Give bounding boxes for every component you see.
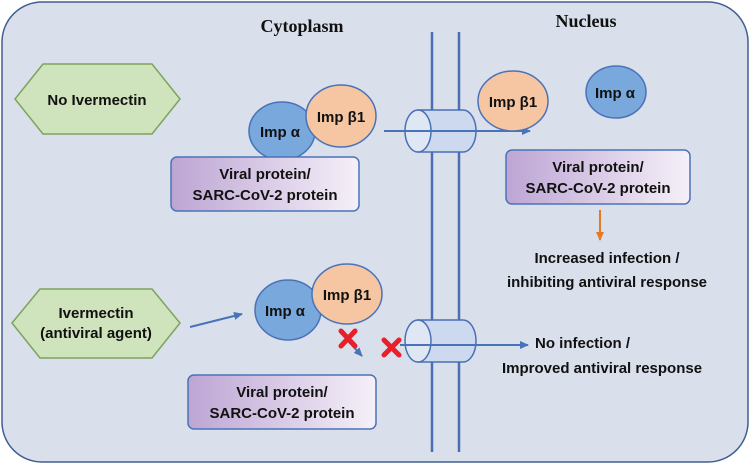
viral-protein-line2: SARC-CoV-2 protein (525, 180, 670, 197)
no-ivermectin-label: No Ivermectin (47, 92, 146, 109)
outcome-bottom-line2: Improved antiviral response (502, 360, 702, 377)
nucleus-title: Nucleus (555, 11, 616, 31)
ivermectin-hexagon: Ivermectin (antiviral agent) (11, 288, 181, 359)
outcome-top-line2: inhibiting antiviral response (507, 274, 707, 291)
imp-alpha-label: Imp α (265, 303, 306, 320)
viral-protein-line1: Viral protein/ (219, 166, 311, 183)
no-ivermectin-hexagon: No Ivermectin (14, 63, 181, 135)
imp-beta1-bottom-cytoplasm: Imp β1 (311, 263, 383, 325)
outcome-top-line1: Increased infection / (534, 250, 680, 267)
imp-alpha-label: Imp α (260, 124, 301, 141)
ivermectin-binding-arrow (189, 312, 243, 328)
imp-beta1-label: Imp β1 (317, 109, 365, 126)
viral-protein-box-bottom-cytoplasm: Viral protein/ SARC-CoV-2 protein (187, 374, 377, 430)
viral-protein-line2: SARC-CoV-2 protein (209, 405, 354, 422)
imp-alpha-label: Imp α (595, 85, 636, 102)
viral-protein-box-top-cytoplasm: Viral protein/ SARC-CoV-2 protein (170, 156, 360, 212)
nuclear-pore-bottom (404, 319, 477, 363)
imp-alpha-nucleus: Imp α (585, 65, 647, 119)
imp-alpha-top-cytoplasm: Imp α (248, 101, 316, 161)
viral-protein-line1: Viral protein/ (236, 384, 328, 401)
ivermectin-label-line2: (antiviral agent) (40, 325, 152, 342)
imp-beta1-nucleus: Imp β1 (477, 70, 549, 132)
cytoplasm-title: Cytoplasm (260, 16, 343, 36)
viral-protein-box-nucleus: Viral protein/ SARC-CoV-2 protein (505, 149, 691, 205)
imp-beta1-top-cytoplasm: Imp β1 (305, 84, 377, 148)
outcome-bottom-line1: No infection / (535, 335, 631, 352)
imp-beta1-label: Imp β1 (323, 287, 371, 304)
viral-protein-line1: Viral protein/ (552, 159, 644, 176)
imp-beta1-label: Imp β1 (489, 94, 537, 111)
block-x-icon (338, 328, 358, 349)
pore-block-x-icon (381, 337, 402, 358)
viral-protein-line2: SARC-CoV-2 protein (192, 187, 337, 204)
imp-alpha-bottom-cytoplasm: Imp α (254, 279, 322, 341)
ivermectin-label-line1: Ivermectin (58, 305, 133, 322)
